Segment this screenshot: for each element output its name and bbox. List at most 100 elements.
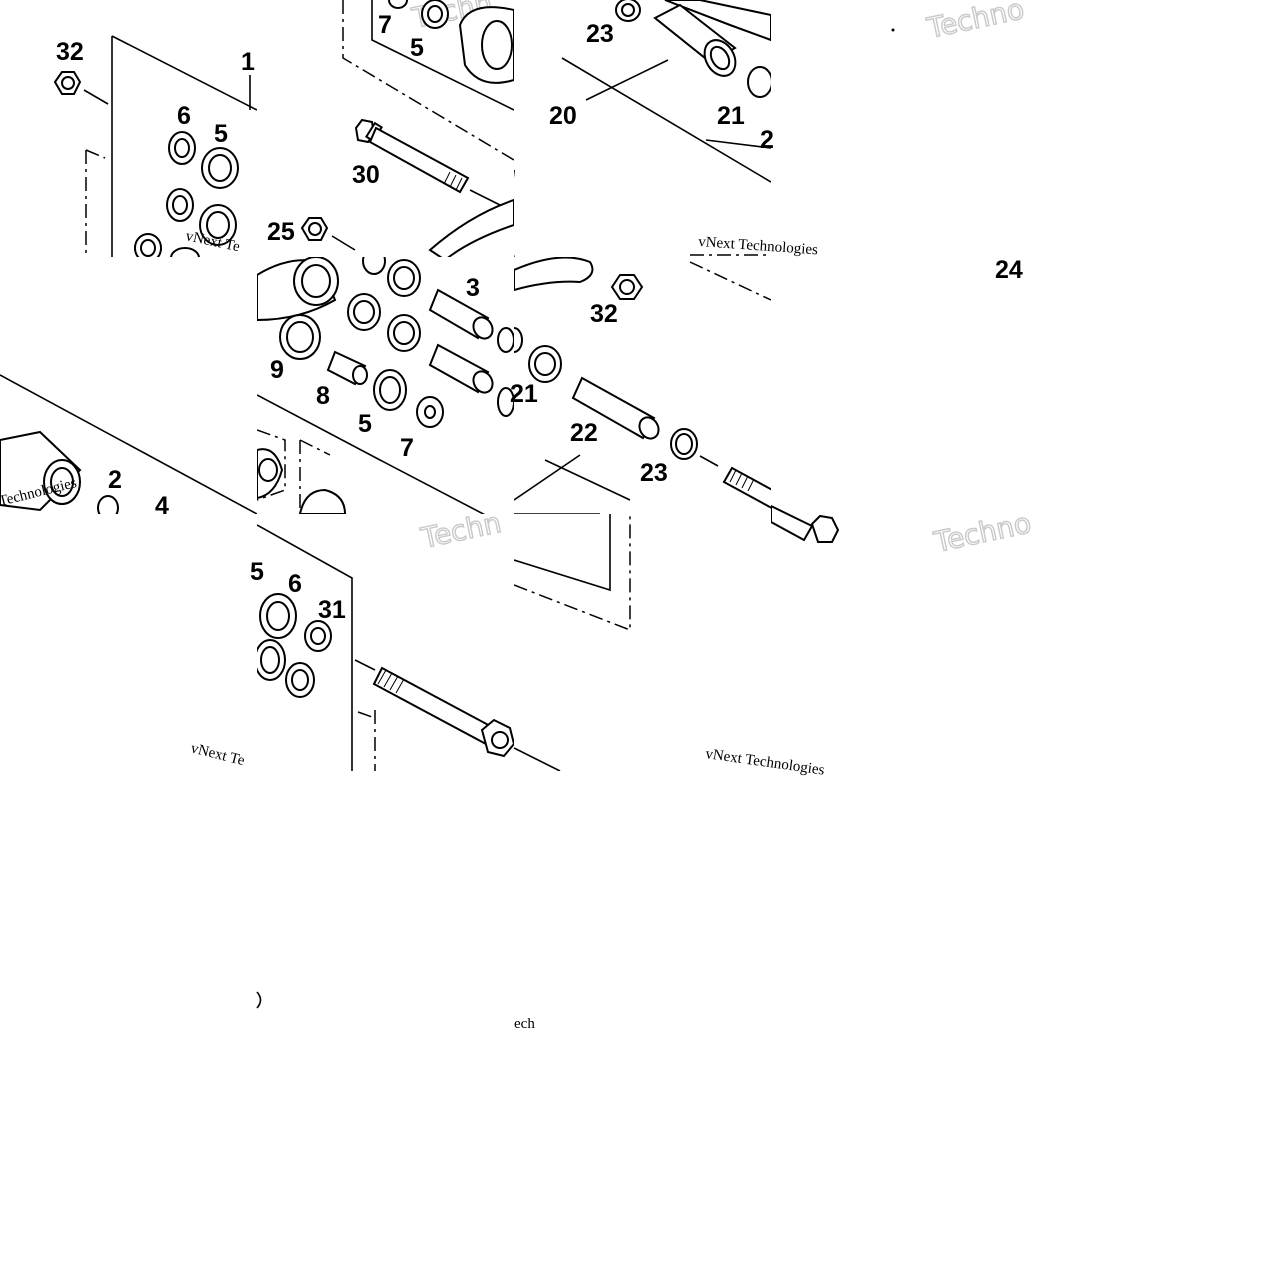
bushing-part [258,458,278,482]
tile-bottom-left: Technologies vNext Te [0,475,247,769]
callout-label: 5 [214,120,228,148]
spacer-part [326,350,368,386]
pivot-tube-part [653,3,737,77]
leader-line [514,454,581,501]
needle-bearing-part [387,314,421,352]
watermark-outline-text: Techno [931,506,1034,559]
fragment-mark [256,991,262,1009]
bearing-part [747,66,771,98]
plate-edge [0,374,257,514]
leader-line [585,59,669,101]
tile-top-right: 23 20 21 2 vNext Technologies [514,0,819,258]
callout-label: 32 [590,300,618,328]
bearing-part [304,620,332,652]
bearing-part [97,495,119,514]
centerline [357,711,376,719]
bearing-part [362,257,386,275]
callout-label: 20 [549,102,577,130]
leader-line [705,139,771,149]
tile-center: 25 3 9 8 5 7 [257,218,514,514]
tile-top-left: 32 1 6 5 vNext Te [53,35,257,257]
callout-label: 3 [466,274,480,302]
flange-nut-part [53,71,82,95]
watermark-text: vNext Technologies [704,746,825,779]
callout-label: 7 [400,434,414,462]
bearing-part [497,327,514,353]
sleeve-part [428,288,494,340]
tile-bottom-right: vNext Technologies [514,514,826,779]
dot-mark [891,28,895,32]
washer-part [416,396,444,428]
callout-label: 9 [270,356,284,384]
bolt-part [722,466,771,509]
bushing-part [301,264,331,298]
centerline [342,0,514,161]
leader-line [514,747,561,771]
watermark-text: vNext Technologies [698,234,819,258]
callout-label: 2 [108,466,122,494]
seal-part [259,593,297,639]
swing-arm-part [428,198,514,257]
bearing-part [134,233,162,257]
centerline [85,149,106,159]
callout-label: 30 [352,161,380,189]
needle-bearing-part [279,314,321,360]
seal-part [373,369,407,411]
watermark-text: vNext Te [189,740,246,769]
sleeve-part [571,376,660,440]
bolt-part [372,666,514,758]
bearing-part [170,247,200,257]
tile-top-far-right [891,28,895,32]
centerline [514,514,631,632]
tile-bottom-center: 5 6 31 [250,524,514,771]
plate-edge [514,514,611,592]
callout-label: 2 [760,126,774,154]
callout-label: 6 [177,102,191,130]
bolt-head-part [771,504,840,543]
watermark-outline-text: Techno [924,0,1027,45]
leader-line [544,459,631,501]
watermark-outline-text: Techn [418,506,505,555]
callout-label: 5 [358,410,372,438]
tile-middle-right: 32 21 22 23 [510,257,771,514]
tile-middle-left: 2 4 [0,374,257,520]
leader-line [354,659,376,671]
leader-line [331,235,356,251]
needle-bearing-part [387,259,421,297]
callout-label: 1 [241,48,255,76]
callout-label: 21 [510,380,538,408]
callout-label: 32 [56,38,84,66]
callout-label: 23 [586,20,614,48]
watermark-text: ech [514,1016,535,1032]
centerline [257,429,286,501]
flange-nut-part [300,217,329,241]
callout-label: 4 [155,492,169,520]
bearing-part [621,3,635,17]
leader-line [83,89,109,105]
bearing-part [388,0,408,9]
plate-edge [111,35,257,111]
leader-line [561,57,771,183]
needle-bearing-part [528,345,562,383]
bearing-part [514,327,523,353]
seal-part [670,428,698,460]
callout-label: 22 [570,419,598,447]
bearing-part [199,204,237,246]
centerline [299,439,331,456]
plate-edge [371,0,514,111]
bearing-part [427,5,443,23]
callout-label: 6 [288,570,302,598]
centerline [689,261,771,301]
bearing-part [201,147,239,189]
sleeve-part [428,343,494,394]
tile-lower-fragments: ech [256,991,535,1032]
needle-bearing-part [347,293,381,331]
swing-arm-part [298,488,347,514]
callout-label: 8 [316,382,330,410]
callout-label: 5 [250,558,264,586]
callout-label: 7 [378,11,392,39]
swing-arm-part [514,257,594,292]
plate-edge [257,394,486,514]
plate-edge [257,524,353,771]
